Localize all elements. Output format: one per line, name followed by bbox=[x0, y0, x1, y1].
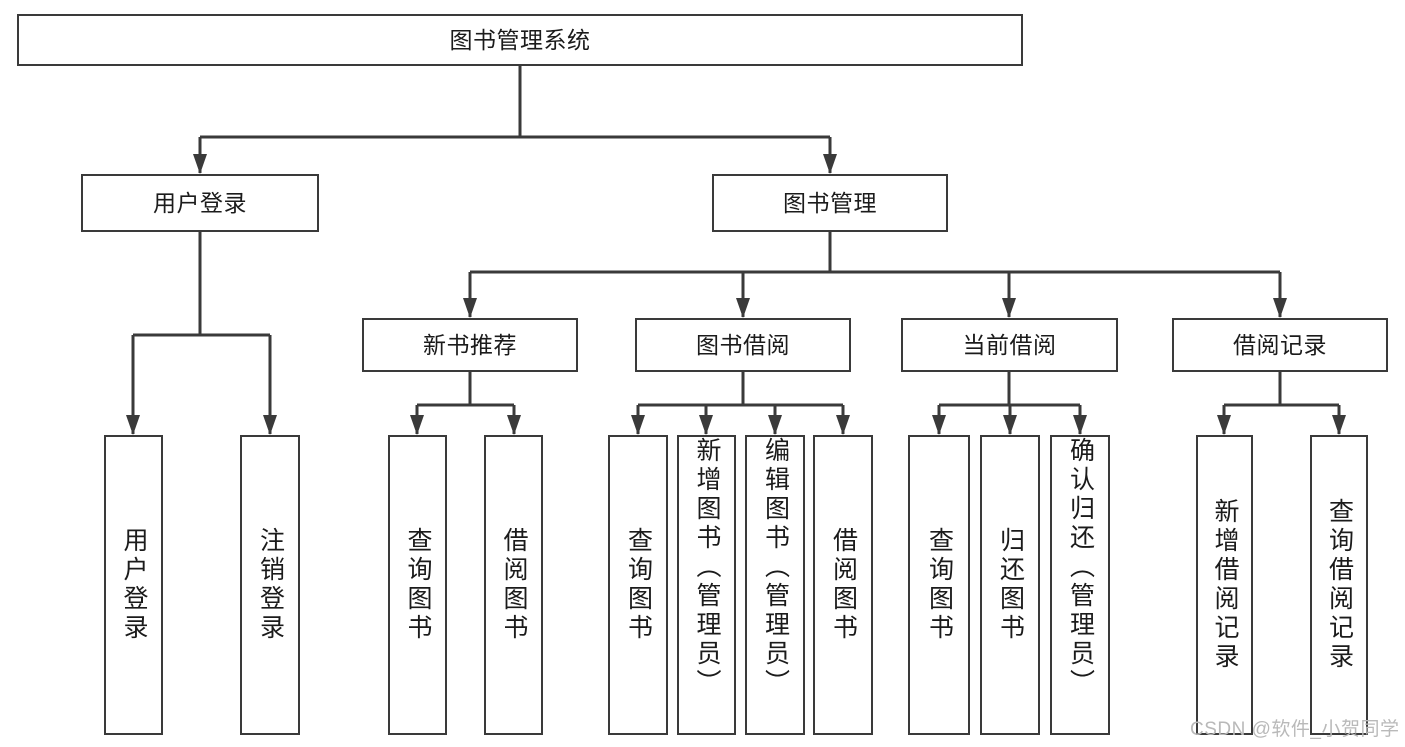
arrowhead-leaf-edit-book bbox=[768, 415, 782, 435]
node-label-leaf-return-book: 归还图书 bbox=[996, 527, 1025, 643]
node-label-leaf-user-login: 用户登录 bbox=[120, 527, 148, 643]
node-label-leaf-confirm-return: 确认归还（管理员） bbox=[1066, 437, 1095, 698]
node-leaf-query-book-1: 查询图书 bbox=[388, 435, 447, 735]
node-leaf-confirm-return: 确认归还（管理员） bbox=[1050, 435, 1110, 735]
node-book-borrow: 图书借阅 bbox=[635, 318, 851, 372]
arrowhead-user-login bbox=[193, 154, 207, 174]
node-label-current-borrow: 当前借阅 bbox=[962, 331, 1057, 358]
node-label-leaf-borrow-book-1: 借阅图书 bbox=[500, 527, 528, 643]
node-label-book-manage: 图书管理 bbox=[783, 189, 877, 216]
node-label-leaf-logout: 注销登录 bbox=[256, 527, 285, 643]
node-user-login: 用户登录 bbox=[81, 174, 319, 232]
node-leaf-query-record: 查询借阅记录 bbox=[1310, 435, 1368, 735]
node-leaf-add-record: 新增借阅记录 bbox=[1196, 435, 1253, 735]
node-label-leaf-query-book-1: 查询图书 bbox=[404, 527, 432, 643]
node-leaf-user-login: 用户登录 bbox=[104, 435, 163, 735]
arrowhead-leaf-query-book-2 bbox=[631, 415, 645, 435]
node-leaf-borrow-book-2: 借阅图书 bbox=[813, 435, 873, 735]
node-leaf-query-book-2: 查询图书 bbox=[608, 435, 668, 735]
node-leaf-add-book: 新增图书（管理员） bbox=[677, 435, 736, 735]
node-label-leaf-add-book: 新增图书（管理员） bbox=[693, 437, 721, 698]
arrowhead-leaf-query-book-3 bbox=[932, 415, 946, 435]
node-leaf-edit-book: 编辑图书（管理员） bbox=[745, 435, 805, 735]
arrowhead-leaf-confirm-return bbox=[1073, 415, 1087, 435]
arrowhead-leaf-return-book bbox=[1003, 415, 1017, 435]
node-label-user-login: 用户登录 bbox=[153, 189, 247, 216]
node-root: 图书管理系统 bbox=[17, 14, 1023, 66]
arrowhead-leaf-query-record bbox=[1332, 415, 1346, 435]
arrowhead-leaf-user-login bbox=[126, 415, 140, 435]
node-new-book-recommend: 新书推荐 bbox=[362, 318, 578, 372]
arrowhead-leaf-add-book bbox=[699, 415, 713, 435]
node-label-leaf-query-book-2: 查询图书 bbox=[624, 527, 653, 643]
arrowhead-leaf-borrow-book-2 bbox=[836, 415, 850, 435]
arrowhead-book-manage bbox=[823, 154, 837, 174]
node-leaf-borrow-book-1: 借阅图书 bbox=[484, 435, 543, 735]
node-label-root: 图书管理系统 bbox=[449, 26, 591, 53]
node-label-leaf-borrow-book-2: 借阅图书 bbox=[829, 527, 858, 643]
arrowhead-new-book-recommend bbox=[463, 298, 477, 318]
arrowhead-leaf-add-record bbox=[1217, 415, 1231, 435]
watermark-text: CSDN @软件_小贺同学 bbox=[1190, 719, 1400, 740]
node-leaf-query-book-3: 查询图书 bbox=[908, 435, 970, 735]
arrowhead-book-borrow bbox=[736, 298, 750, 318]
node-label-leaf-add-record: 新增借阅记录 bbox=[1211, 498, 1239, 672]
node-book-manage: 图书管理 bbox=[712, 174, 948, 232]
arrowhead-leaf-query-book-1 bbox=[410, 415, 424, 435]
node-leaf-logout: 注销登录 bbox=[240, 435, 300, 735]
arrowhead-current-borrow bbox=[1002, 298, 1016, 318]
node-label-leaf-query-record: 查询借阅记录 bbox=[1325, 498, 1354, 672]
node-label-new-book-recommend: 新书推荐 bbox=[423, 331, 517, 358]
edge-layer bbox=[126, 66, 1346, 435]
arrowhead-leaf-logout bbox=[263, 415, 277, 435]
node-label-leaf-edit-book: 编辑图书（管理员） bbox=[761, 437, 790, 698]
arrowhead-leaf-borrow-book-1 bbox=[507, 415, 521, 435]
node-leaf-return-book: 归还图书 bbox=[980, 435, 1040, 735]
node-borrow-record: 借阅记录 bbox=[1172, 318, 1388, 372]
node-current-borrow: 当前借阅 bbox=[901, 318, 1118, 372]
arrowhead-borrow-record bbox=[1273, 298, 1287, 318]
node-label-borrow-record: 借阅记录 bbox=[1233, 331, 1327, 358]
node-label-book-borrow: 图书借阅 bbox=[696, 331, 790, 358]
node-label-leaf-query-book-3: 查询图书 bbox=[925, 527, 954, 643]
